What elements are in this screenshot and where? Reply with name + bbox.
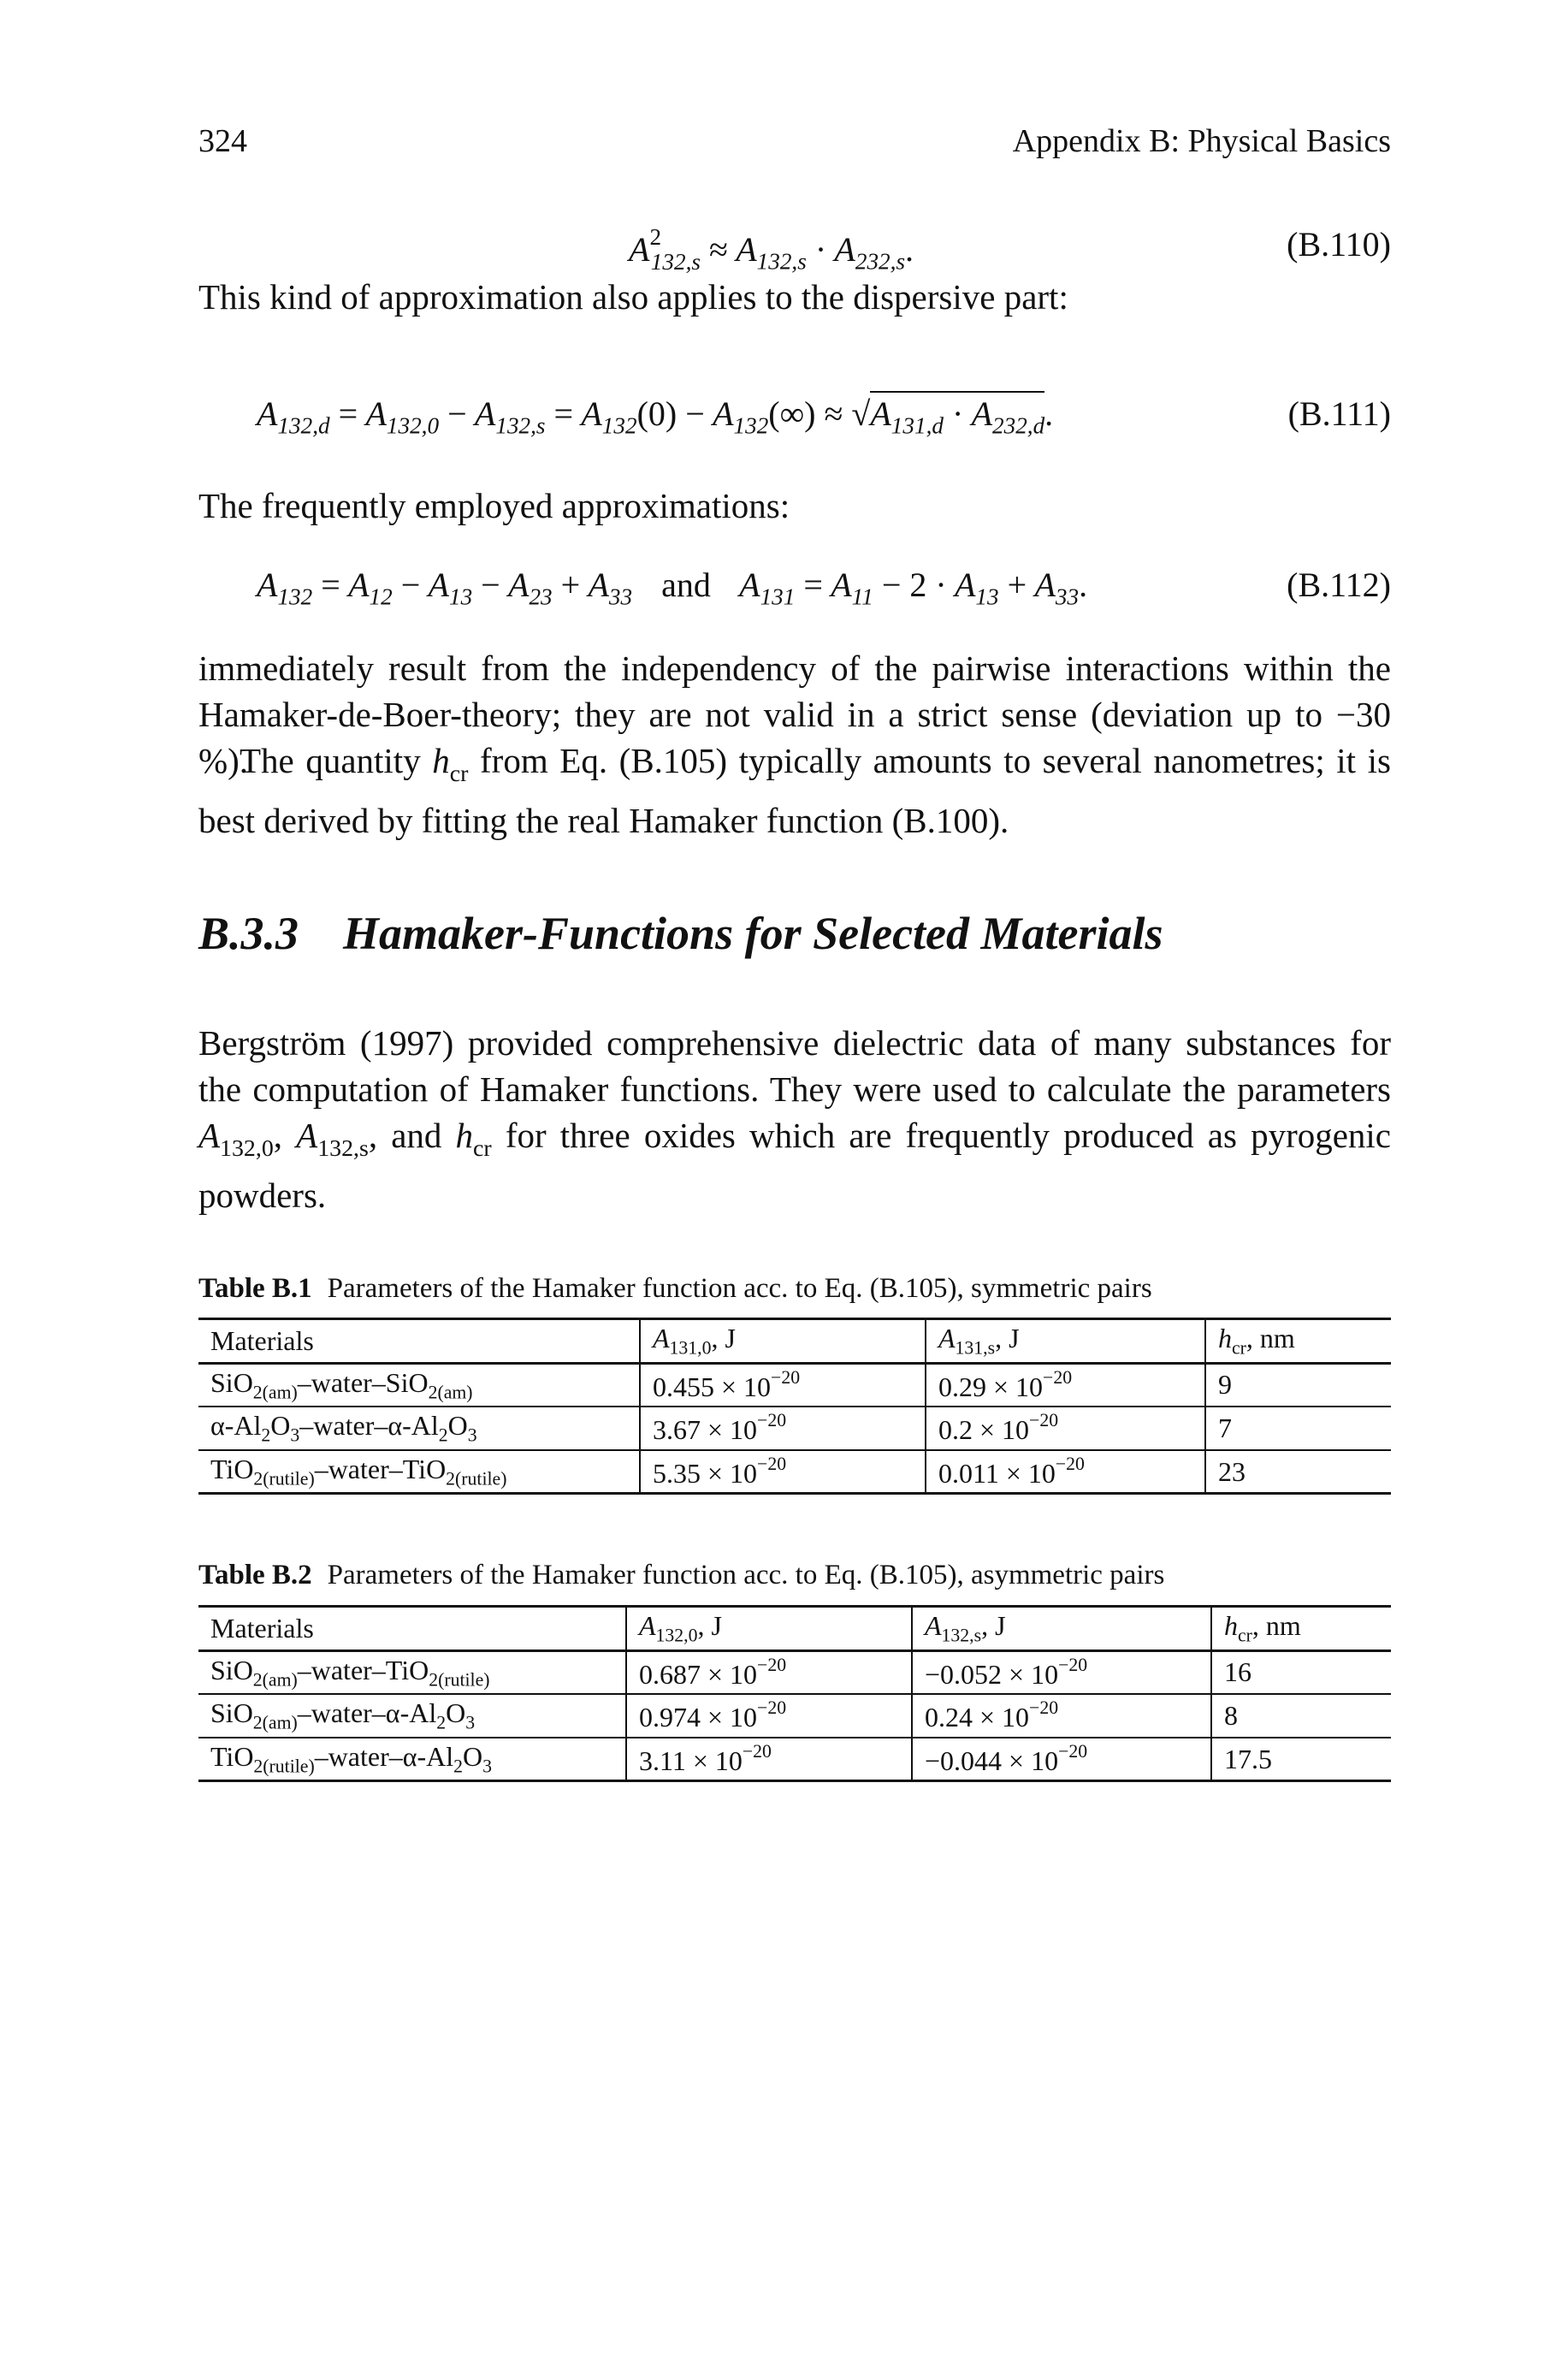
value-cell: 3.67 × 10−20 bbox=[639, 1406, 926, 1450]
value-cell: 16 bbox=[1210, 1650, 1391, 1695]
equation-label-b110: (B.110) bbox=[1287, 225, 1391, 264]
page-number: 324 bbox=[198, 123, 247, 159]
value-cell: 9 bbox=[1204, 1363, 1391, 1407]
table-row: TiO2(rutile)–water–TiO2(rutile) 5.35 × 1… bbox=[198, 1448, 1391, 1495]
material-cell: α-Al2O3–water–α-Al2O3 bbox=[198, 1406, 640, 1450]
paragraph: immediately result from the independency… bbox=[198, 649, 1391, 780]
paragraph: The frequently employed approximations: bbox=[198, 486, 790, 525]
column-header: A131,0, J bbox=[639, 1318, 926, 1365]
material-cell: SiO2(am)–water–TiO2(rutile) bbox=[210, 1654, 490, 1691]
value-cell: −0.044 × 10−20 bbox=[911, 1736, 1211, 1783]
running-title: Appendix B: Physical Basics bbox=[1012, 123, 1391, 159]
table-b1: Materials A131,0, J A131,s, J hcr, nm Si… bbox=[198, 1318, 1391, 1495]
material-cell: TiO2(rutile)–water–TiO2(rutile) bbox=[198, 1448, 640, 1495]
table-row: SiO2(am)–water–TiO2(rutile) 0.687 × 10−2… bbox=[198, 1650, 1391, 1695]
value-cell: 5.35 × 10−20 bbox=[639, 1448, 926, 1495]
equation-b110: A2132,s ≈ A132,s · A232,s. bbox=[629, 224, 914, 275]
column-header: hcr, nm bbox=[1204, 1318, 1391, 1365]
paragraph: Bergström (1997) provided comprehensive … bbox=[198, 1023, 1392, 1215]
column-header: hcr, nm bbox=[1210, 1605, 1391, 1652]
value-cell: 7 bbox=[1204, 1406, 1391, 1450]
value-cell: 23 bbox=[1204, 1448, 1391, 1495]
material-cell: SiO2(am)–water–α-Al2O3 bbox=[198, 1693, 626, 1738]
material-cell: TiO2(rutile)–water–α-Al2O3 bbox=[198, 1736, 626, 1783]
value-cell: 3.11 × 10−20 bbox=[625, 1736, 912, 1783]
paragraph: This kind of approximation also applies … bbox=[198, 277, 1068, 317]
paragraph: The quantity hcr from Eq. (B.105) typica… bbox=[198, 741, 1391, 840]
value-cell: 0.011 × 10−20 bbox=[925, 1448, 1205, 1495]
column-header: Materials bbox=[198, 1318, 640, 1365]
column-header: A132,s, J bbox=[911, 1605, 1211, 1652]
table-row: SiO2(am)–water–α-Al2O3 0.974 × 10−20 0.2… bbox=[198, 1693, 1391, 1738]
value-cell: 8 bbox=[1210, 1693, 1391, 1738]
value-cell: 0.455 × 10−20 bbox=[639, 1363, 926, 1407]
value-cell: 17.5 bbox=[1210, 1736, 1391, 1783]
value-cell: 0.29 × 10−20 bbox=[925, 1363, 1205, 1407]
column-header: Materials bbox=[198, 1605, 626, 1652]
material-cell: SiO2(am)–water–SiO2(am) bbox=[210, 1366, 473, 1403]
value-cell: −0.052 × 10−20 bbox=[911, 1650, 1211, 1695]
equation-label-b111: (B.111) bbox=[1287, 394, 1391, 433]
equation-b111: A132,d = A132,0 − A132,s = A132(0) − A13… bbox=[257, 391, 1053, 440]
value-cell: 0.687 × 10−20 bbox=[625, 1650, 912, 1695]
equation-label-b112: (B.112) bbox=[1287, 566, 1391, 604]
equation-b112: A132 = A12 − A13 − A23 + A33 and A131 = … bbox=[257, 566, 1088, 610]
table-b2: Materials A132,0, J A132,s, J hcr, nm Si… bbox=[198, 1605, 1391, 1783]
column-header: A132,0, J bbox=[625, 1605, 912, 1652]
table-row: SiO2(am)–water–SiO2(am) 0.455 × 10−20 0.… bbox=[198, 1363, 1391, 1407]
value-cell: 0.24 × 10−20 bbox=[911, 1693, 1211, 1738]
value-cell: 0.974 × 10−20 bbox=[625, 1693, 912, 1738]
table-row: TiO2(rutile)–water–α-Al2O3 3.11 × 10−20 … bbox=[198, 1736, 1391, 1783]
column-header: A131,s, J bbox=[925, 1318, 1205, 1365]
table-row: α-Al2O3–water–α-Al2O3 3.67 × 10−20 0.2 ×… bbox=[198, 1406, 1391, 1450]
value-cell: 0.2 × 10−20 bbox=[925, 1406, 1205, 1450]
